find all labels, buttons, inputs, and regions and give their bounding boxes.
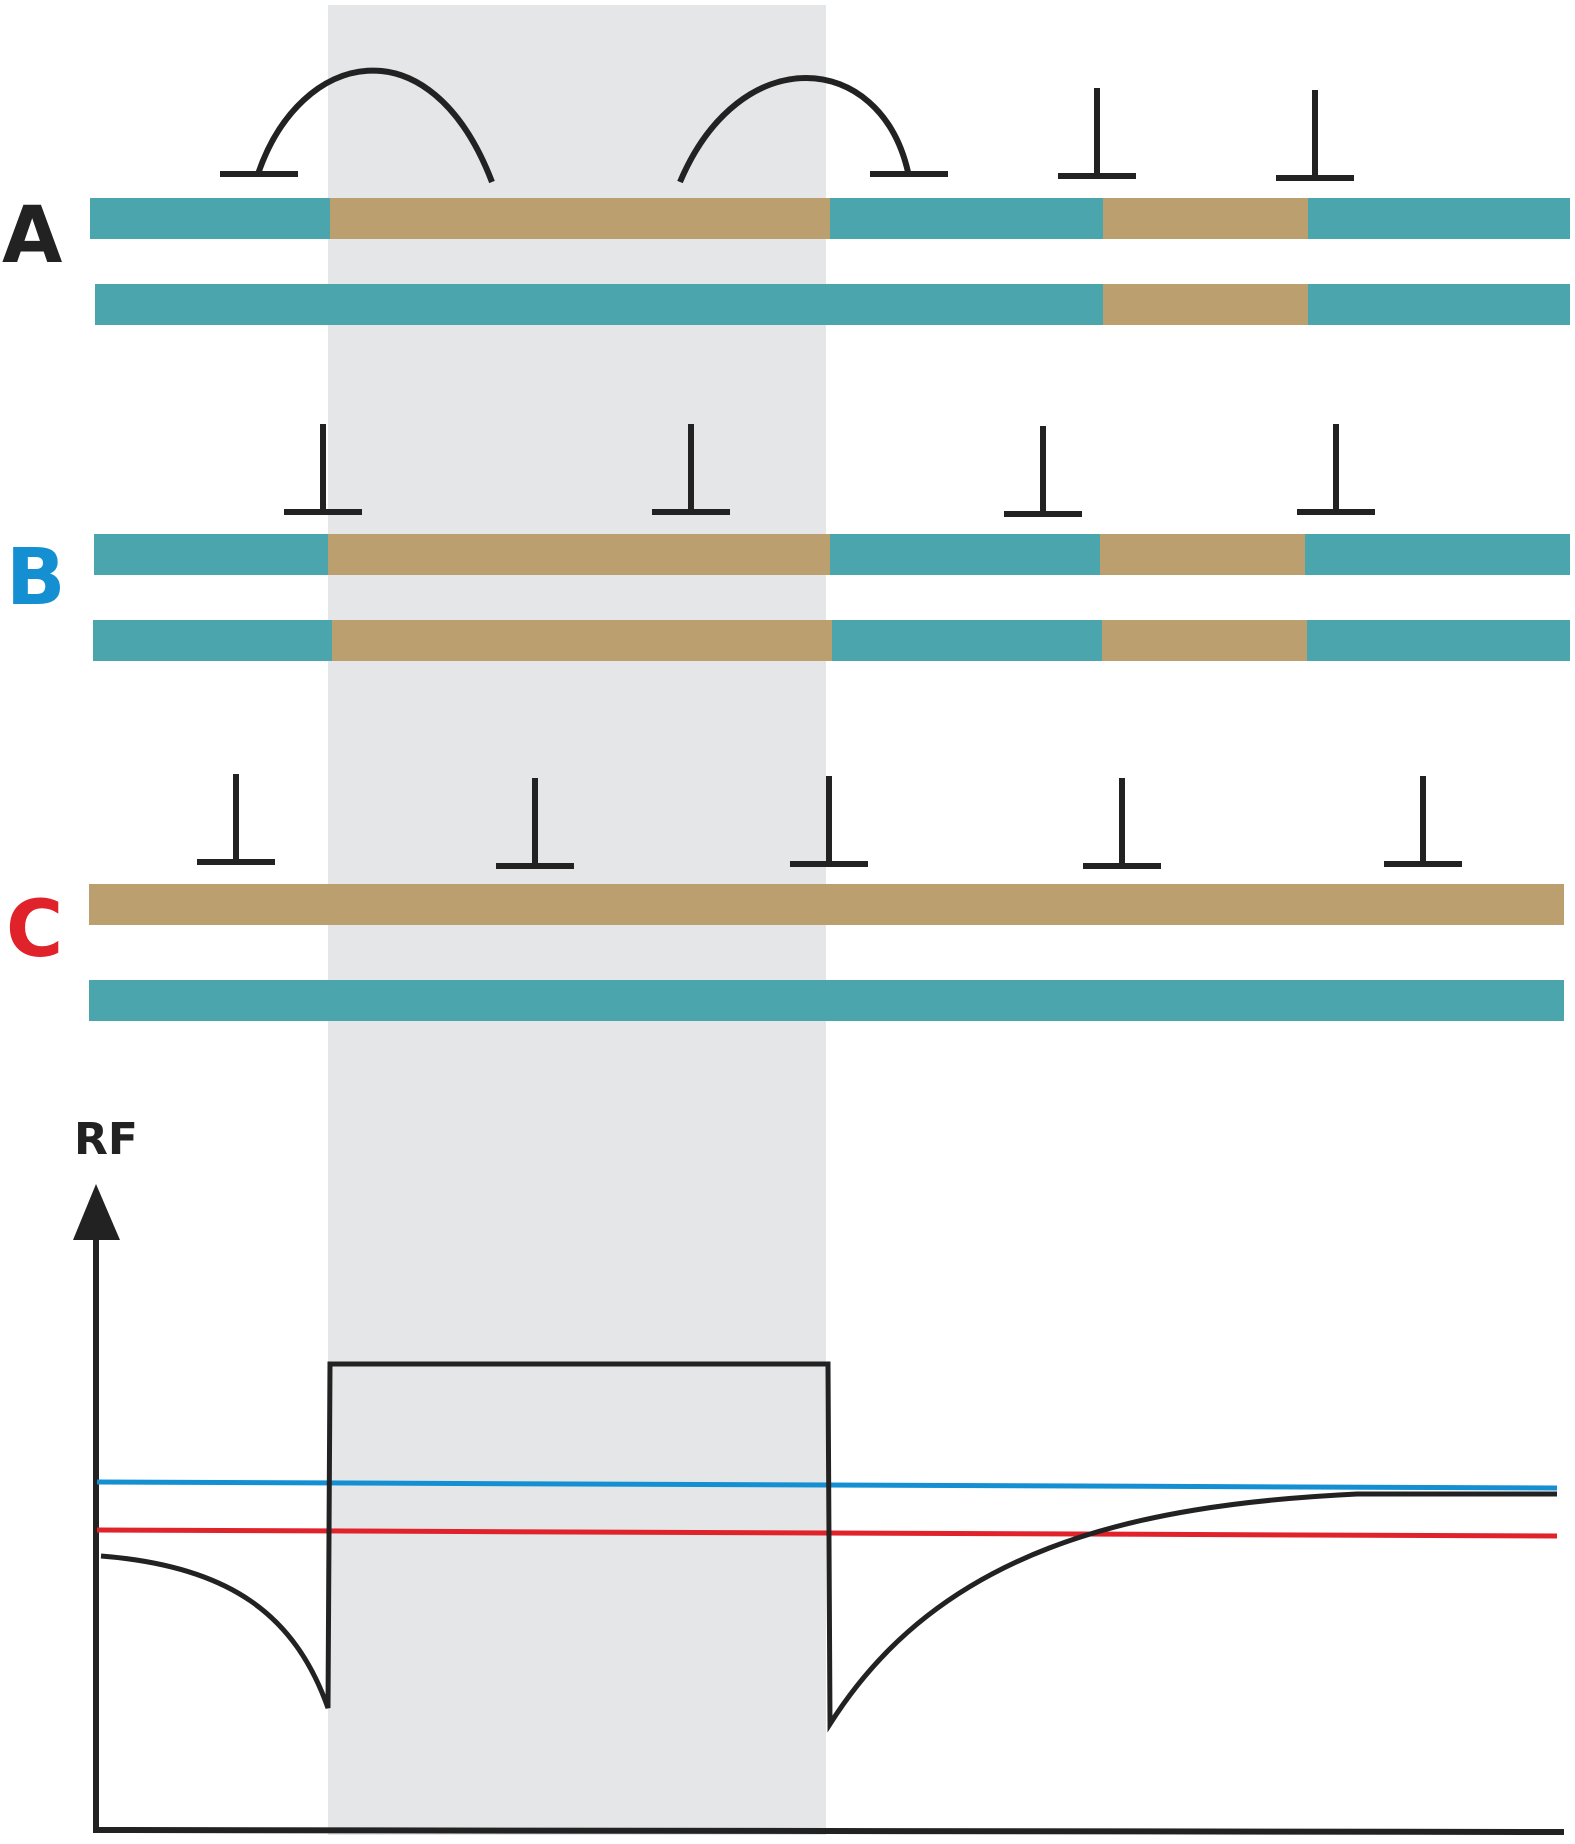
- panel-a-top-inclusion-2: [1103, 198, 1308, 239]
- panel-a-bottom-layer: [95, 284, 1570, 325]
- panel-a: A: [2, 67, 1570, 325]
- panel-b-dislocation-3: [1004, 426, 1082, 517]
- panel-b-dislocation-1: [284, 424, 362, 515]
- panel-a-dislocation-loop-2: [677, 75, 911, 184]
- panel-b-top-inclusion-1: [328, 534, 830, 575]
- y-axis-label: RF: [74, 1114, 138, 1165]
- panel-c-dislocation-1: [197, 774, 275, 865]
- panel-b-dislocation-4: [1297, 424, 1375, 515]
- panel-label-c: C: [6, 885, 63, 975]
- panel-a-dislocation-loop-1: [255, 67, 495, 184]
- panel-b-dislocation-2: [652, 424, 730, 515]
- panel-c-dislocation-2: [496, 778, 574, 869]
- panel-b-bottom-inclusion-1: [332, 620, 832, 661]
- black-curve: [100, 1361, 1557, 1733]
- panel-c-dislocation-3: [790, 776, 868, 867]
- panel-a-top-inclusion-1: [330, 198, 830, 239]
- panel-b: B: [6, 424, 1570, 661]
- panel-b-top-layer: [94, 534, 1570, 575]
- panel-b-top-inclusion-2: [1100, 534, 1305, 575]
- panel-label-b: B: [6, 533, 65, 623]
- panel-b-bottom-inclusion-2: [1102, 620, 1307, 661]
- rf-graph: RF: [73, 1114, 1565, 1835]
- panel-a-bottom-inclusion: [1103, 284, 1308, 325]
- panel-c-bottom-layer: [89, 980, 1564, 1021]
- panel-a-dislocation-1: [1058, 88, 1136, 179]
- panel-label-a: A: [2, 191, 62, 281]
- x-axis: [92, 1827, 1565, 1835]
- panel-a-dislocation-2: [1276, 90, 1354, 181]
- y-axis-arrow: [73, 1184, 120, 1240]
- panel-c: C: [6, 774, 1564, 1021]
- panel-c-top-layer: [89, 884, 1564, 925]
- panel-c-dislocation-5: [1384, 776, 1462, 867]
- panel-c-dislocation-4: [1083, 778, 1161, 869]
